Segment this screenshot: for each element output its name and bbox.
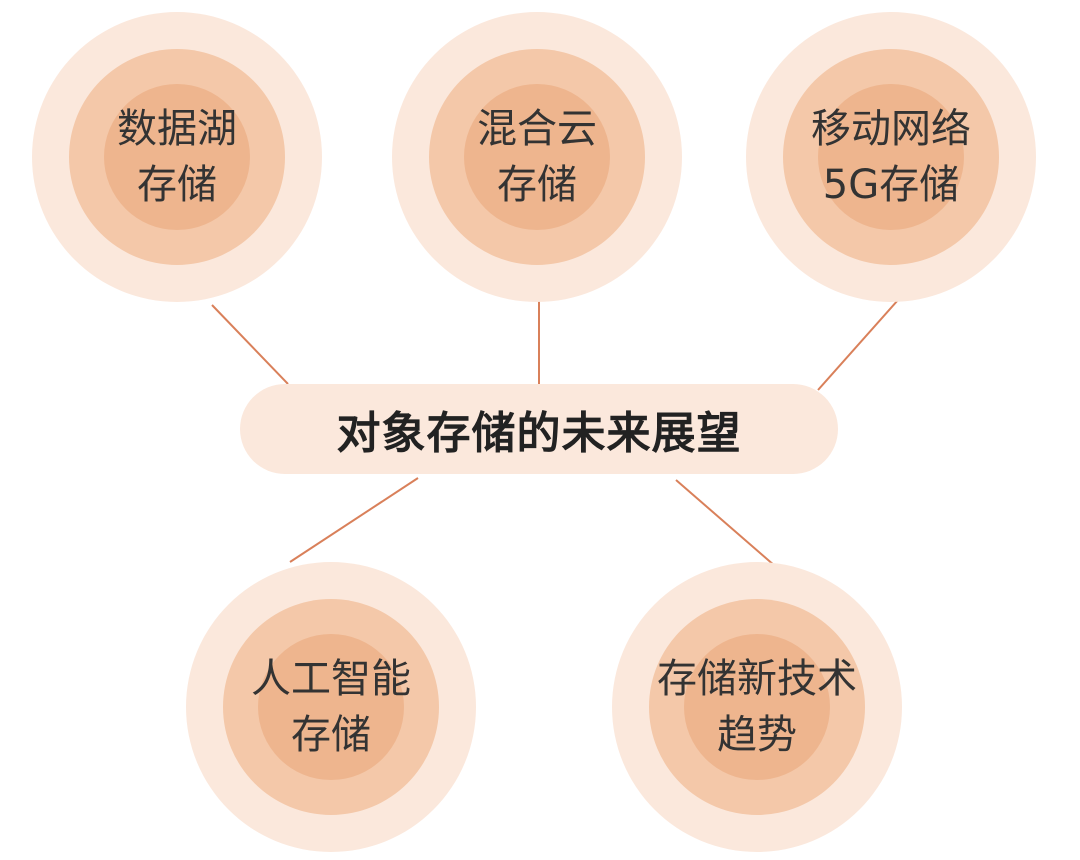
connector-5g	[817, 299, 899, 391]
node-label: 移动网络 5G存储	[746, 12, 1036, 302]
center-title-text: 对象存储的未来展望	[336, 408, 742, 459]
node-label-line2: 5G存储	[822, 162, 960, 208]
node-label: 混合云 存储	[392, 12, 682, 302]
node-label-line2: 存储	[497, 162, 577, 208]
node-data-lake-storage: 数据湖 存储	[32, 12, 322, 302]
node-label-line2: 存储	[137, 162, 217, 208]
node-new-tech-trends: 存储新技术 趋势	[612, 562, 902, 852]
node-ai-storage: 人工智能 存储	[186, 562, 476, 852]
node-inner-core	[258, 634, 404, 780]
node-inner-core	[464, 84, 610, 230]
connector-ai	[289, 477, 419, 563]
connector-new-tech	[675, 479, 776, 567]
node-inner-core	[818, 84, 964, 230]
node-inner-core	[684, 634, 830, 780]
node-label-line1: 混合云	[477, 106, 597, 152]
node-label-line1: 存储新技术	[657, 656, 857, 702]
node-label-line1: 人工智能	[251, 656, 411, 702]
node-label-line1: 数据湖	[117, 106, 237, 152]
node-label-line2: 存储	[291, 712, 371, 758]
node-label: 存储新技术 趋势	[612, 562, 902, 852]
node-label-line1: 移动网络	[811, 106, 971, 152]
node-label: 数据湖 存储	[32, 12, 322, 302]
node-label: 人工智能 存储	[186, 562, 476, 852]
node-hybrid-cloud-storage: 混合云 存储	[392, 12, 682, 302]
center-title: 对象存储的未来展望	[240, 384, 838, 474]
node-mobile-5g-storage: 移动网络 5G存储	[746, 12, 1036, 302]
node-label-line2: 趋势	[717, 712, 797, 758]
connector-data-lake	[211, 304, 289, 385]
node-inner-core	[104, 84, 250, 230]
